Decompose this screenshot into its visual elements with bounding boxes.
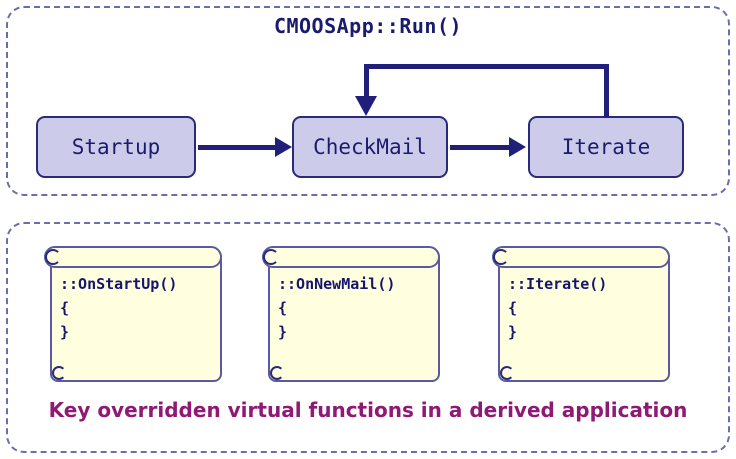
note-card-code: ::OnStartUp() { } xyxy=(60,275,178,341)
feedback-loop-top-run xyxy=(364,64,609,69)
run-panel xyxy=(6,6,730,196)
overrides-panel xyxy=(6,222,730,453)
note-card-onnewmail[interactable]: ::OnNewMail() { } xyxy=(262,246,440,382)
flow-box-startup-label: Startup xyxy=(71,135,161,159)
scroll-curl-top-icon xyxy=(263,249,279,265)
run-panel-title: CMOOSApp::Run() xyxy=(273,14,463,38)
flow-box-checkmail[interactable]: CheckMail xyxy=(292,116,448,178)
feedback-loop-arrow-head-icon xyxy=(355,96,377,116)
scroll-bar-top xyxy=(262,246,440,268)
scroll-curl-bottom-icon xyxy=(270,366,284,380)
note-card-iterate[interactable]: ::Iterate() { } xyxy=(492,246,670,382)
scroll-bar-top xyxy=(492,246,670,268)
arrow-checkmail-to-iterate-head-icon xyxy=(509,137,526,157)
arrow-startup-to-checkmail-line xyxy=(198,145,276,150)
flow-box-iterate-label: Iterate xyxy=(561,135,651,159)
scroll-curl-bottom-icon xyxy=(52,366,66,380)
note-card-onstartup[interactable]: ::OnStartUp() { } xyxy=(44,246,222,382)
arrow-checkmail-to-iterate-line xyxy=(450,145,510,150)
scroll-curl-top-icon xyxy=(493,249,509,265)
arrow-startup-to-checkmail-head-icon xyxy=(275,137,292,157)
note-card-code: ::Iterate() { } xyxy=(508,275,608,341)
scroll-bar-top xyxy=(44,246,222,268)
flow-box-iterate[interactable]: Iterate xyxy=(528,116,684,178)
feedback-loop-riser xyxy=(604,64,609,118)
note-card-code: ::OnNewMail() { } xyxy=(278,275,396,341)
flow-box-checkmail-label: CheckMail xyxy=(313,135,427,159)
scroll-curl-bottom-icon xyxy=(500,366,514,380)
overrides-panel-caption: Key overridden virtual functions in a de… xyxy=(48,398,688,422)
feedback-loop-drop xyxy=(364,64,369,98)
flow-box-startup[interactable]: Startup xyxy=(36,116,196,178)
scroll-curl-top-icon xyxy=(45,249,61,265)
note-card-body xyxy=(50,258,222,382)
